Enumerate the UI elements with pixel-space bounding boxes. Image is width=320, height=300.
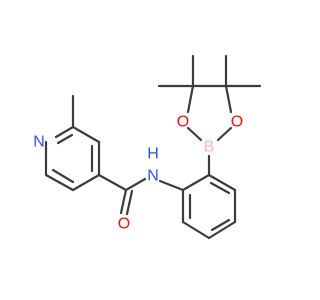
pyridine-ring — [44, 125, 101, 192]
n-aryl-bond — [158, 179, 185, 192]
boronate-oxygen-left-label: O — [177, 114, 189, 131]
amide-nitrogen-label: N — [147, 168, 159, 185]
boron-label: B — [204, 139, 215, 156]
amide-group — [97, 173, 147, 216]
pyridine-nitrogen-label: N — [33, 134, 45, 151]
carbonyl-oxygen-label: O — [118, 216, 130, 233]
pinacol-boronate — [157, 54, 262, 177]
benzene-ring — [181, 173, 237, 240]
boronate-oxygen-right-label: O — [231, 114, 243, 131]
molecule-structure: N N H O O O B — [33, 54, 262, 240]
amide-hydrogen-label: H — [147, 146, 159, 163]
